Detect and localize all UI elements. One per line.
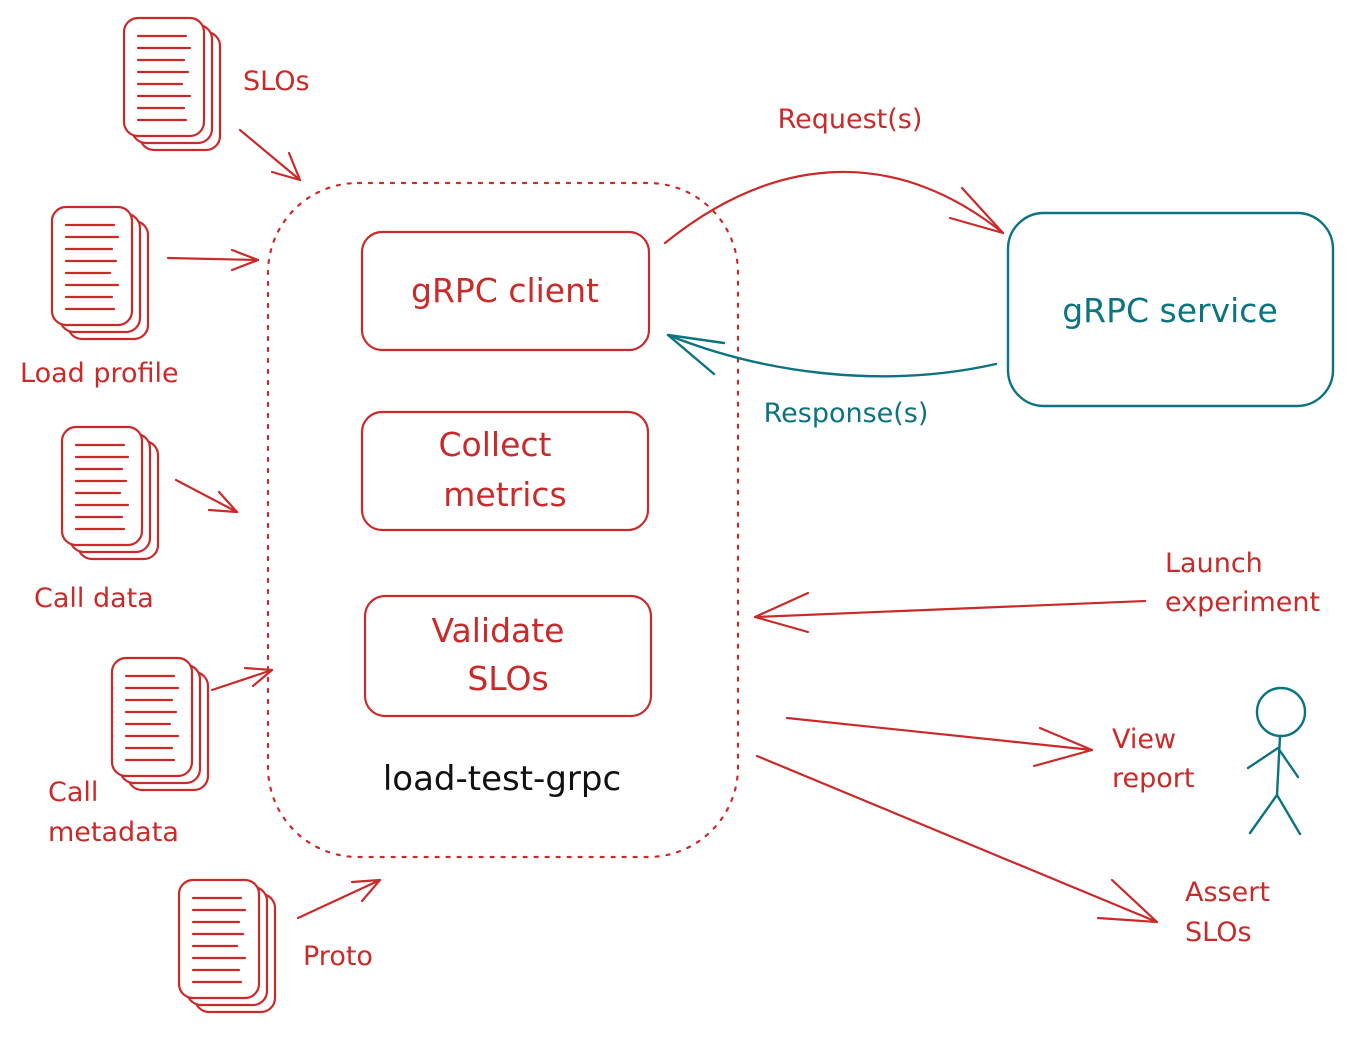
grpc-client-box (360, 230, 651, 352)
load-profile-input-arrow (166, 248, 260, 272)
grpc-service-box (1006, 211, 1335, 408)
grpc-client-label: gRPC client (411, 271, 599, 310)
validate-slos-label-line1: Validate (432, 611, 565, 650)
request-arrow (663, 170, 1005, 245)
launch-experiment-arrow (753, 591, 1147, 634)
grpc-service-label: gRPC service (1062, 291, 1278, 330)
assert-slos-label-line1: Assert (1185, 877, 1270, 908)
stick-figure-user-icon (1246, 686, 1307, 836)
view-report-label-line1: View (1112, 724, 1176, 755)
view-report-label-line2: report (1112, 763, 1194, 794)
proto-input-arrow (296, 878, 382, 920)
view-report-arrow (785, 716, 1094, 768)
proto-document-icon (177, 878, 277, 1014)
slos-label: SLOs (243, 66, 310, 97)
call-metadata-input-arrow (210, 666, 274, 692)
call-metadata-label-line1: Call (48, 777, 98, 808)
tool-name-label: load-test-grpc (383, 759, 621, 799)
launch-experiment-label-line2: experiment (1165, 587, 1320, 618)
call-data-input-arrow (174, 478, 239, 514)
proto-label: Proto (303, 941, 373, 972)
load-profile-label: Load profile (20, 358, 179, 389)
validate-slos-box (363, 594, 653, 718)
load-test-grpc-boundary (266, 181, 740, 859)
request-label: Request(s) (778, 104, 923, 135)
call-metadata-document-icon (110, 656, 210, 792)
assert-slos-arrow (755, 754, 1159, 924)
assert-slos-label-line2: SLOs (1185, 917, 1252, 948)
load-profile-document-icon (50, 205, 150, 341)
call-data-document-icon (60, 425, 160, 561)
validate-slos-label-line2: SLOs (467, 659, 548, 698)
launch-experiment-label-line1: Launch (1165, 548, 1263, 579)
collect-metrics-label-line2: metrics (443, 475, 566, 514)
response-arrow (666, 333, 998, 378)
collect-metrics-label-line1: Collect (439, 425, 552, 464)
slos-document-icon (122, 16, 222, 152)
collect-metrics-box (360, 410, 650, 532)
response-label: Response(s) (764, 398, 929, 429)
call-data-label: Call data (34, 583, 154, 614)
call-metadata-label-line2: metadata (48, 817, 179, 848)
slos-input-arrow (238, 128, 302, 182)
